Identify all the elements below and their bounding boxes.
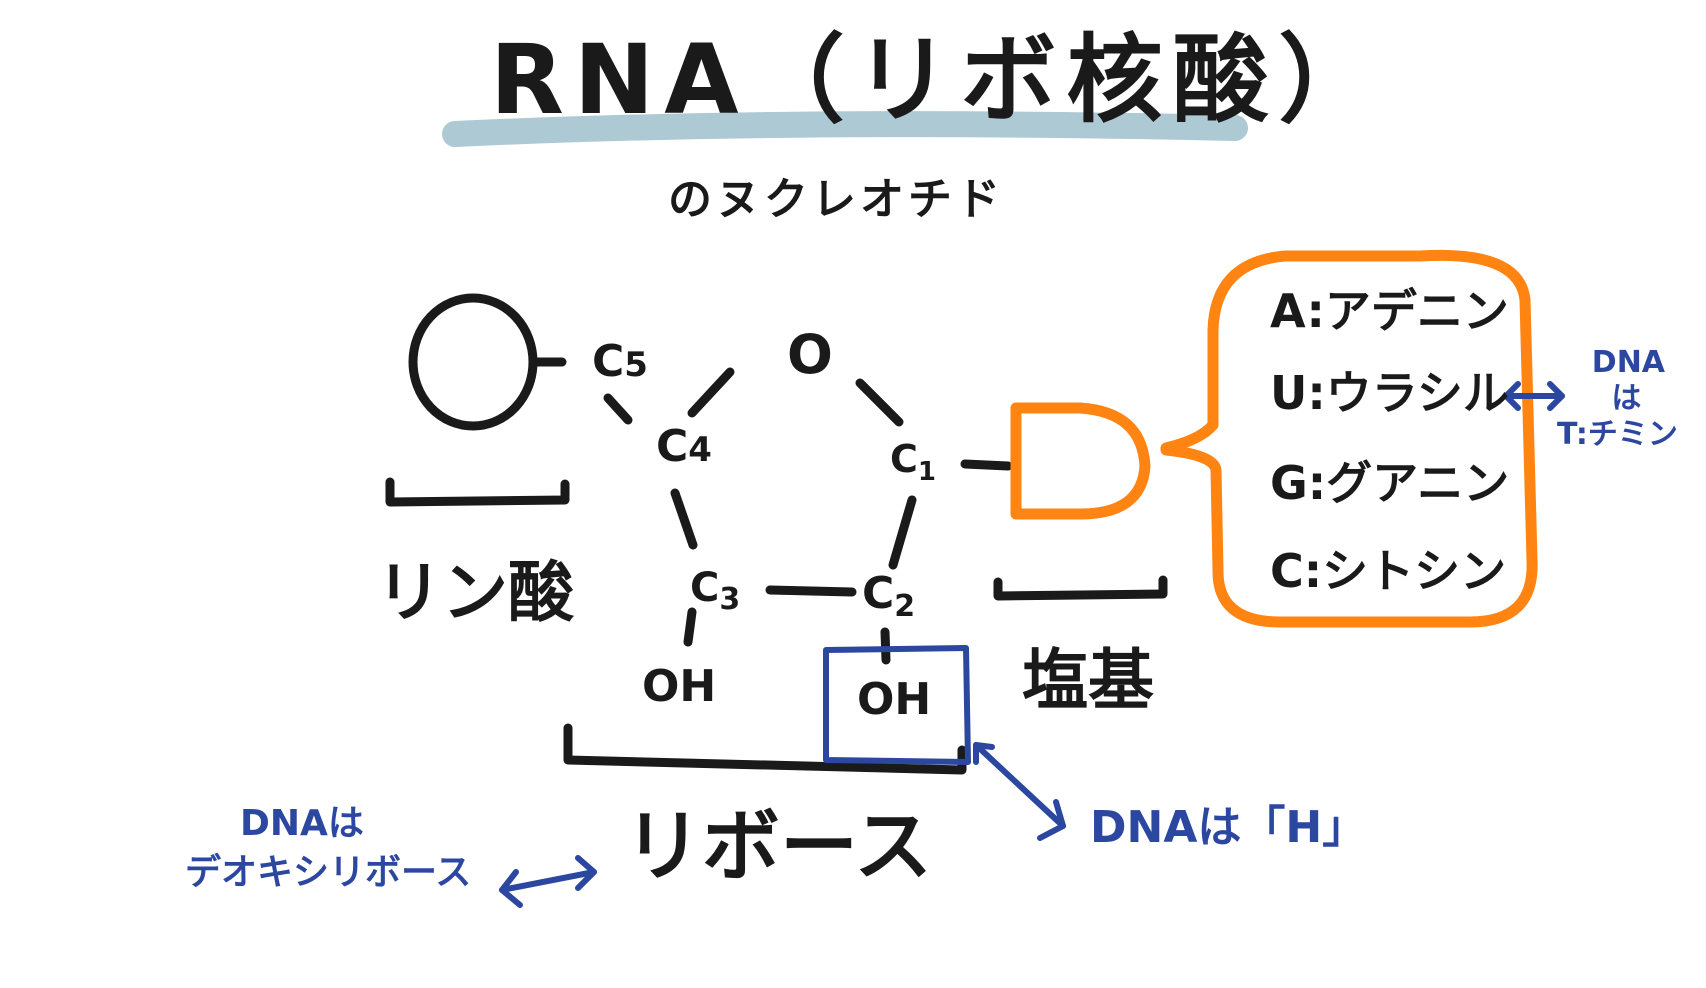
colon: : xyxy=(1306,284,1325,338)
arrow-hydrogen xyxy=(973,742,1066,841)
bond-c4-o xyxy=(687,367,735,418)
bond-o-c1 xyxy=(855,378,904,427)
note-line: DNAは xyxy=(240,803,364,844)
colon: : xyxy=(1307,366,1326,420)
label-phosphate: リン酸 xyxy=(376,554,574,631)
bond-c3-c2 xyxy=(765,585,857,597)
phosphate-bracket xyxy=(385,477,570,507)
title-highlight xyxy=(442,111,1248,147)
atom-c2: C2 xyxy=(862,572,915,622)
atom-index: 3 xyxy=(719,582,741,617)
atom-c4: C4 xyxy=(656,425,712,469)
base-item-uracil: U:ウラシル xyxy=(1270,370,1509,416)
colon: : xyxy=(1303,544,1323,598)
note-hydrogen: DNAは「H」 xyxy=(1090,802,1367,853)
atom-symbol: C xyxy=(592,336,625,387)
page-subtitle: のヌクレオチド xyxy=(668,174,1004,225)
atom-index: 1 xyxy=(917,457,936,487)
base-letter: U xyxy=(1270,366,1308,420)
atom-c5: C5 xyxy=(592,340,648,384)
base-letter: C xyxy=(1270,544,1304,598)
atom-index: 2 xyxy=(894,589,916,624)
note-line: T:チミン xyxy=(1557,417,1678,452)
phosphate-circle xyxy=(408,293,538,431)
page-title: RNA（リボ核酸） xyxy=(490,24,1385,136)
atom-oh-3: OH xyxy=(642,661,717,712)
base-letter: A xyxy=(1270,284,1307,338)
note-line: デオキシリボース xyxy=(185,851,472,893)
label-ribose: リボース xyxy=(624,802,933,892)
oh-highlight-box xyxy=(823,645,971,765)
atom-oh-2: OH xyxy=(857,674,932,725)
base-item-adenine: A:アデニン xyxy=(1270,288,1509,334)
base-shape xyxy=(1010,402,1151,520)
colon: : xyxy=(1307,456,1327,510)
atom-symbol: C xyxy=(656,421,689,472)
atom-c1: C1 xyxy=(890,440,936,485)
bond-c1-base xyxy=(960,459,1013,471)
base-name: グアニン xyxy=(1326,456,1510,510)
arrow-thymine xyxy=(1503,381,1565,411)
atom-symbol: C xyxy=(690,565,720,611)
base-item-guanine: G:グアニン xyxy=(1270,460,1509,506)
arrow-deoxyribose xyxy=(499,855,597,908)
atom-index: 4 xyxy=(688,430,712,470)
base-item-cytosine: C:シトシン xyxy=(1270,548,1506,594)
bond-c4-c3 xyxy=(670,488,698,550)
note-line: DNA xyxy=(1591,345,1666,380)
base-name: シトシン xyxy=(1322,544,1507,598)
atom-symbol: C xyxy=(862,568,895,619)
atom-o: O xyxy=(787,328,833,382)
bond-c5-c4 xyxy=(603,393,633,425)
note-line: は xyxy=(1611,381,1642,416)
base-name: アデニン xyxy=(1324,284,1509,338)
atom-c3: C3 xyxy=(690,568,740,615)
base-name: ウラシル xyxy=(1325,366,1509,420)
bond-c1-c2 xyxy=(888,495,917,570)
base-list-bubble xyxy=(1160,249,1538,628)
base-bracket xyxy=(993,575,1168,601)
note-thymine: DNA は T:チミン xyxy=(1557,345,1678,453)
atom-symbol: C xyxy=(890,437,918,481)
note-deoxyribose: DNAは デオキシリボース xyxy=(185,800,471,897)
bond-c2-oh xyxy=(880,627,891,665)
label-base: 塩基 xyxy=(1022,642,1154,719)
atom-symbol: O xyxy=(787,323,833,386)
atom-index: 5 xyxy=(624,345,648,385)
base-letter: G xyxy=(1270,456,1308,510)
bond-c3-oh xyxy=(683,607,697,647)
